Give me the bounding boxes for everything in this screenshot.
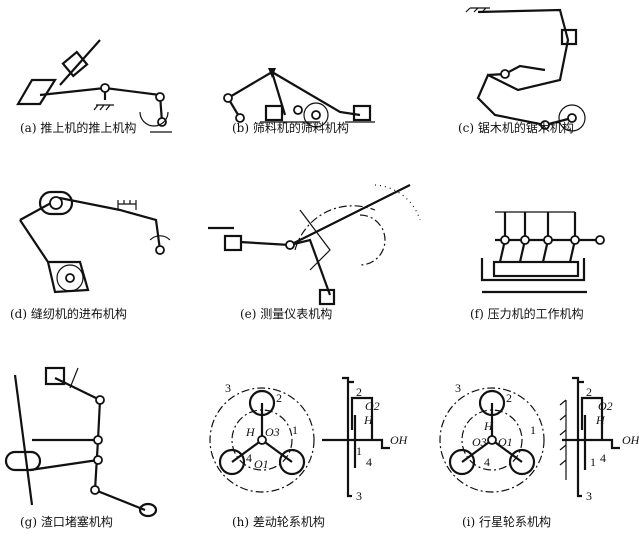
caption-c: (c) 锯木机的锯木机构 — [458, 120, 574, 135]
panel-h-differential-gear-train: 3 2 H O3 1 4 O1 2 O2 H 1 OH 4 3 (h) 差动轮系… — [209, 376, 409, 529]
side-label-1: 1 — [356, 444, 362, 458]
caption-a: (a) 推上机的推上机构 — [20, 120, 136, 135]
label-carrier-h: H — [245, 425, 256, 439]
label-o1: O1 — [254, 457, 269, 471]
label-gear-4: 4 — [484, 455, 490, 469]
label-gear-1: 1 — [530, 423, 536, 437]
side-label-4: 4 — [600, 451, 606, 465]
side-label-3: 3 — [586, 489, 592, 503]
side-label-h: H — [595, 413, 606, 427]
label-gear-2: 2 — [276, 391, 282, 405]
label-carrier-h: H — [483, 419, 494, 433]
caption-h: (h) 差动轮系机构 — [232, 514, 325, 529]
panel-a-push-mechanism: (a) 推上机的推上机构 — [16, 39, 172, 135]
label-gear-3: 3 — [455, 381, 461, 395]
label-gear-2: 2 — [506, 391, 512, 405]
caption-f: (f) 压力机的工作机构 — [470, 306, 584, 321]
side-label-o2: O2 — [598, 399, 613, 413]
side-label-h: H — [363, 413, 374, 427]
side-label-o2: O2 — [365, 399, 380, 413]
label-o3: O3 — [265, 425, 280, 439]
panel-g-slag-notch-plug-mechanism: (g) 渣口堵塞机构 — [4, 366, 158, 529]
label-gear-3: 3 — [225, 381, 231, 395]
label-o1: O1 — [498, 435, 513, 449]
label-o3: O3 — [472, 435, 487, 449]
panel-d-sewing-feed-mechanism: (d) 缝纫机的进布机构 — [10, 190, 171, 321]
side-label-4: 4 — [366, 455, 372, 469]
caption-e: (e) 测量仪表机构 — [240, 306, 332, 321]
caption-b: (b) 筛料机的筛料机构 — [232, 120, 349, 135]
label-gear-4: 4 — [246, 451, 252, 465]
caption-i: (i) 行星轮系机构 — [462, 514, 551, 529]
side-label-3: 3 — [356, 489, 362, 503]
panel-c-sawing-mechanism: (c) 锯木机的锯木机构 — [458, 7, 586, 135]
panel-e-measuring-instrument-mechanism: (e) 测量仪表机构 — [208, 184, 421, 321]
side-label-oh: OH — [390, 433, 409, 447]
label-gear-1: 1 — [292, 423, 298, 437]
side-label-2: 2 — [586, 385, 592, 399]
side-label-1: 1 — [590, 455, 596, 469]
panel-i-planetary-gear-train: 3 2 H O3 O1 1 4 2 O2 H OH 1 4 3 (i) 行星轮系… — [439, 376, 639, 529]
caption-d: (d) 缝纫机的进布机构 — [10, 306, 127, 321]
side-label-2: 2 — [356, 385, 362, 399]
panel-b-screening-mechanism: (b) 筛料机的筛料机构 — [223, 68, 375, 135]
caption-g: (g) 渣口堵塞机构 — [20, 514, 113, 529]
side-label-oh: OH — [622, 433, 639, 447]
panel-f-press-mechanism: (f) 压力机的工作机构 — [470, 211, 605, 321]
